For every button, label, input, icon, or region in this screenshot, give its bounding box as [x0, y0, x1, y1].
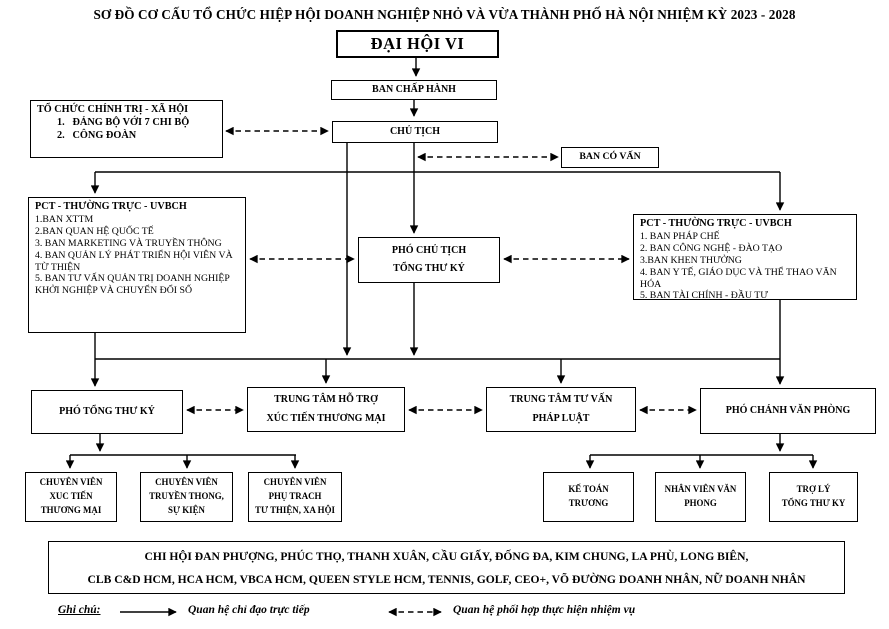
box-trung-tam-tu-van-line1: TRUNG TÂM TƯ VẤN: [509, 394, 613, 405]
box-chuyen-vien-truyen-thong-label: CHUYÊN VIÊN TRUYỀN THONG, SỰ KIỆN: [149, 477, 224, 515]
box-nhan-vien-van-phong-label: NHÂN VIÊN VĂN PHONG: [664, 484, 737, 508]
box-chi-hoi-line2: CLB C&D HCM, HCA HCM, VBCA HCM, QUEEN ST…: [87, 572, 806, 586]
chart-title: SƠ ĐỒ CƠ CẤU TỔ CHỨC HIỆP HỘI DOANH NGHI…: [93, 7, 796, 22]
box-chuyen-vien-tu-thien-label: CHUYÊN VIÊN PHỤ TRACH TƯ THIỆN, XA HỘI: [255, 477, 335, 515]
legend-dashed-text: Quan hệ phối hợp thực hiện nhiệm vụ: [453, 604, 636, 616]
box-trung-tam-tu-van-line2: PHÁP LUẬT: [532, 412, 590, 424]
box-chuyen-vien-truyen-thong: CHUYÊN VIÊN TRUYỀN THONG, SỰ KIỆN: [140, 472, 233, 522]
box-pct-right-item-3: 3.BAN KHEN THƯỞNG: [640, 254, 742, 266]
box-chuyen-vien-xttm: CHUYÊN VIÊN XUC TIẾN THƯƠNG MẠI: [25, 472, 117, 522]
box-chuyen-vien-xttm-label: CHUYÊN VIÊN XUC TIẾN THƯƠNG MẠI: [39, 477, 103, 515]
box-ke-toan-truong-label: KẾ TOÁN TRƯƠNG: [568, 484, 609, 508]
box-pct-left-title: PCT - THƯỜNG TRỰC - UVBCH: [35, 201, 187, 212]
dashed-connectors: [186, 126, 697, 617]
box-pct-right: PCT - THƯỜNG TRỰC - UVBCH 1. BAN PHÁP CH…: [633, 214, 857, 300]
box-chi-hoi-line1: CHI HỘI ĐAN PHƯỢNG, PHÚC THỌ, THANH XUÂN…: [144, 549, 749, 563]
box-pct-left-item-1: 1.BAN XTTM: [35, 213, 94, 225]
box-pho-chu-tich: PHÓ CHỦ TỊCH TỔNG THƯ KÝ: [358, 237, 500, 283]
box-pct-right-item-4: 4. BAN Y TẾ, GIÁO DỤC VÀ THỂ THAO VĂN HÓ…: [640, 266, 837, 290]
box-pho-chu-tich-line1: PHÓ CHỦ TỊCH: [391, 244, 467, 256]
box-to-chuc-item-2: 2. CÔNG ĐOÀN: [57, 129, 137, 141]
box-ke-toan-truong: KẾ TOÁN TRƯƠNG: [543, 472, 634, 522]
box-ban-chap-hanh: BAN CHẤP HÀNH: [331, 80, 497, 100]
box-trung-tam-ho-tro: TRUNG TÂM HỖ TRỢ XÚC TIẾN THƯƠNG MẠI: [247, 387, 405, 432]
box-pho-chanh-van-phong: PHÓ CHÁNH VĂN PHÒNG: [700, 388, 876, 434]
box-ban-co-van-label: BAN CÓ VẤN: [579, 151, 641, 163]
legend-label: Ghi chú:: [58, 604, 101, 616]
box-pho-tong-thu-ky: PHÓ TỔNG THƯ KÝ: [31, 390, 183, 434]
box-pho-chu-tich-line2: TỔNG THƯ KÝ: [393, 263, 465, 274]
legend-solid-text: Quan hệ chỉ đạo trực tiếp: [188, 604, 310, 616]
solid-connectors: [65, 58, 818, 617]
box-pct-right-title: PCT - THƯỜNG TRỰC - UVBCH: [640, 218, 792, 229]
box-pct-left: PCT - THƯỜNG TRỰC - UVBCH 1.BAN XTTM 2.B…: [28, 197, 246, 333]
box-trung-tam-tu-van: TRUNG TÂM TƯ VẤN PHÁP LUẬT: [486, 387, 636, 432]
box-pho-tong-thu-ky-label: PHÓ TỔNG THƯ KÝ: [59, 405, 155, 417]
box-tro-ly-tong-thu-ky-label: TRỢ LÝ TỔNG THƯ KY: [781, 484, 846, 508]
box-to-chuc-chinh-tri: TỔ CHỨC CHÍNH TRỊ - XÃ HỘI 1. ĐẢNG BỘ VỚ…: [30, 100, 223, 158]
box-trung-tam-ho-tro-line2: XÚC TIẾN THƯƠNG MẠI: [266, 412, 386, 424]
box-to-chuc-title: TỔ CHỨC CHÍNH TRỊ - XÃ HỘI: [37, 104, 189, 115]
box-trung-tam-ho-tro-line1: TRUNG TÂM HỖ TRỢ: [274, 394, 378, 405]
box-pct-right-item-1: 1. BAN PHÁP CHẾ: [640, 230, 720, 242]
box-ban-chap-hanh-label: BAN CHẤP HÀNH: [372, 83, 456, 95]
box-dai-hoi-vi: ĐẠI HỘI VI: [336, 30, 499, 58]
box-pct-right-item-5: 5. BAN TÀI CHÍNH - ĐẦU TƯ: [640, 290, 768, 300]
box-chuyen-vien-tu-thien: CHUYÊN VIÊN PHỤ TRACH TƯ THIỆN, XA HỘI: [248, 472, 342, 522]
box-chu-tich-label: CHỦ TỊCH: [389, 125, 441, 137]
box-pho-chanh-van-phong-label: PHÓ CHÁNH VĂN PHÒNG: [725, 404, 851, 416]
box-chu-tich: CHỦ TỊCH: [332, 121, 498, 143]
box-tro-ly-tong-thu-ky: TRỢ LÝ TỔNG THƯ KY: [769, 472, 858, 522]
box-ban-co-van: BAN CÓ VẤN: [561, 147, 659, 168]
box-pct-left-item-2: 2.BAN QUAN HỆ QUỐC TẾ: [35, 225, 154, 237]
box-pct-left-item-5: 5. BAN TƯ VẤN QUẢN TRỊ DOANH NGHIỆP KHỞI…: [35, 273, 230, 297]
box-dai-hoi-vi-label: ĐẠI HỘI VI: [370, 33, 465, 53]
box-pct-left-item-3: 3. BAN MARKETING VÀ TRUYỀN THÔNG: [35, 237, 222, 249]
box-nhan-vien-van-phong: NHÂN VIÊN VĂN PHONG: [655, 472, 746, 522]
box-chi-hoi: CHI HỘI ĐAN PHƯỢNG, PHÚC THỌ, THANH XUÂN…: [48, 541, 845, 594]
box-pct-right-item-2: 2. BAN CÔNG NGHỆ - ĐÀO TẠO: [640, 242, 783, 254]
box-to-chuc-item-1: 1. ĐẢNG BỘ VỚI 7 CHI BỘ: [57, 116, 190, 128]
box-pct-left-item-4: 4. BAN QUẢN LÝ PHÁT TRIỂN HỘI VIÊN VÀ TỪ…: [35, 249, 233, 273]
